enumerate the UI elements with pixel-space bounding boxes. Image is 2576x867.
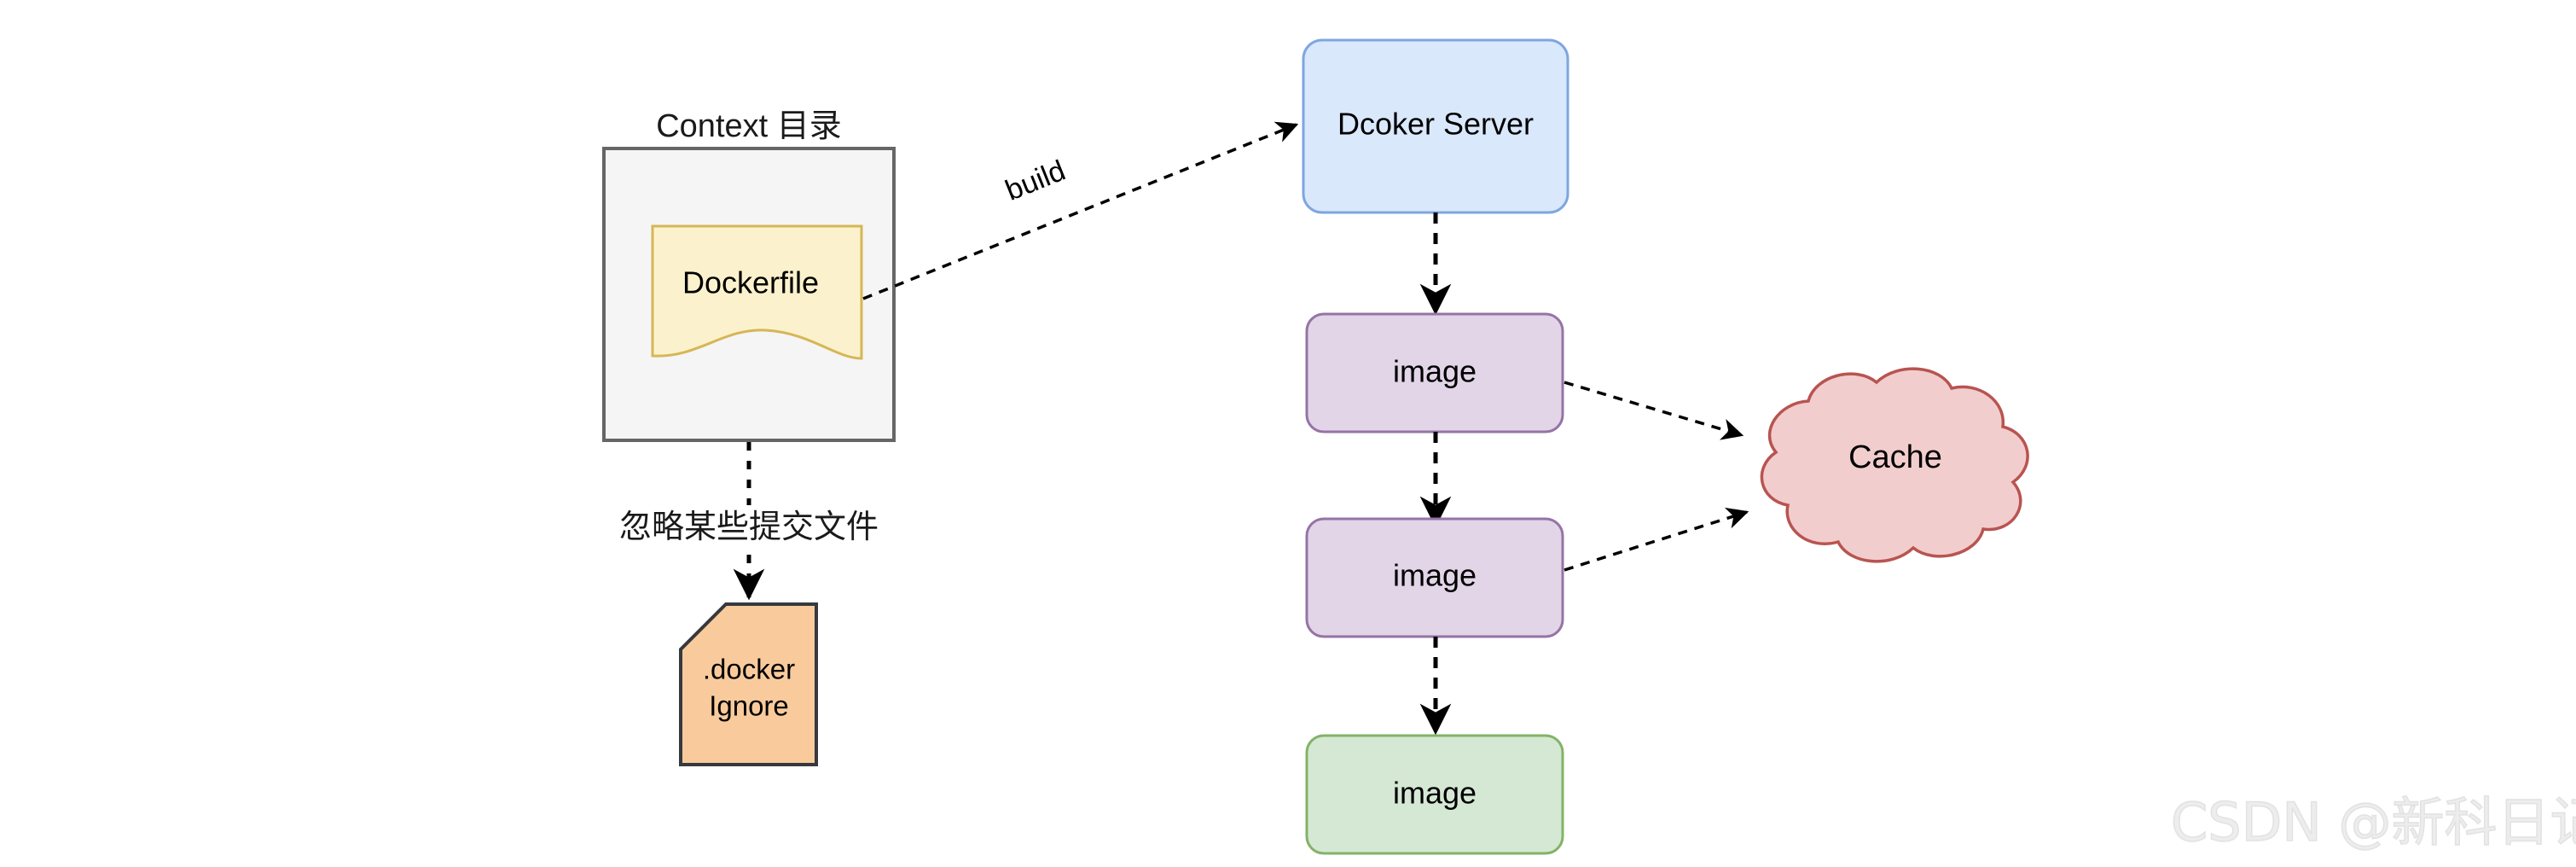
- dockerfile-label: Dockerfile: [682, 265, 819, 300]
- edge-image2-to-cache: [1564, 507, 1749, 572]
- cache-node[interactable]: Cache: [1760, 367, 2029, 563]
- dockerfile-shape: [651, 224, 863, 360]
- dockerignore-label-line1: .docker: [703, 654, 795, 685]
- build-edge-label: build: [1001, 154, 1070, 207]
- edge-image1-to-cache: [1564, 381, 1744, 440]
- dockerignore-label-line2: Ignore: [709, 690, 789, 722]
- ignore-note-backdrop: [597, 505, 904, 550]
- docker-server-label: Dcoker Server: [1337, 107, 1534, 142]
- dockerignore-node[interactable]: .docker Ignore: [679, 602, 818, 766]
- dockerignore-shape: [679, 602, 818, 766]
- csdn-watermark: CSDN @新科日记: [2171, 791, 2576, 853]
- image-1-label: image: [1393, 354, 1477, 389]
- image-3-label: image: [1393, 776, 1477, 811]
- image-3-box: [1305, 734, 1564, 855]
- dockerfile-node[interactable]: Dockerfile: [651, 224, 863, 360]
- image-node-3[interactable]: image: [1305, 734, 1564, 855]
- docker-server-node[interactable]: Dcoker Server: [1302, 38, 1569, 214]
- cache-cloud-shape: [1760, 367, 2029, 563]
- context-title: Context 目录: [656, 108, 842, 144]
- image-node-1[interactable]: image: [1305, 312, 1564, 434]
- ignore-note-label: 忽略某些提交文件: [619, 508, 879, 545]
- image-node-2[interactable]: image: [1305, 517, 1564, 638]
- cache-label: Cache: [1848, 439, 1942, 475]
- edge-context-to-dockerignore: 忽略某些提交文件: [597, 442, 904, 601]
- image-2-label: image: [1393, 558, 1477, 593]
- build-arrow: [862, 121, 1299, 300]
- edge-build: build: [862, 121, 1299, 300]
